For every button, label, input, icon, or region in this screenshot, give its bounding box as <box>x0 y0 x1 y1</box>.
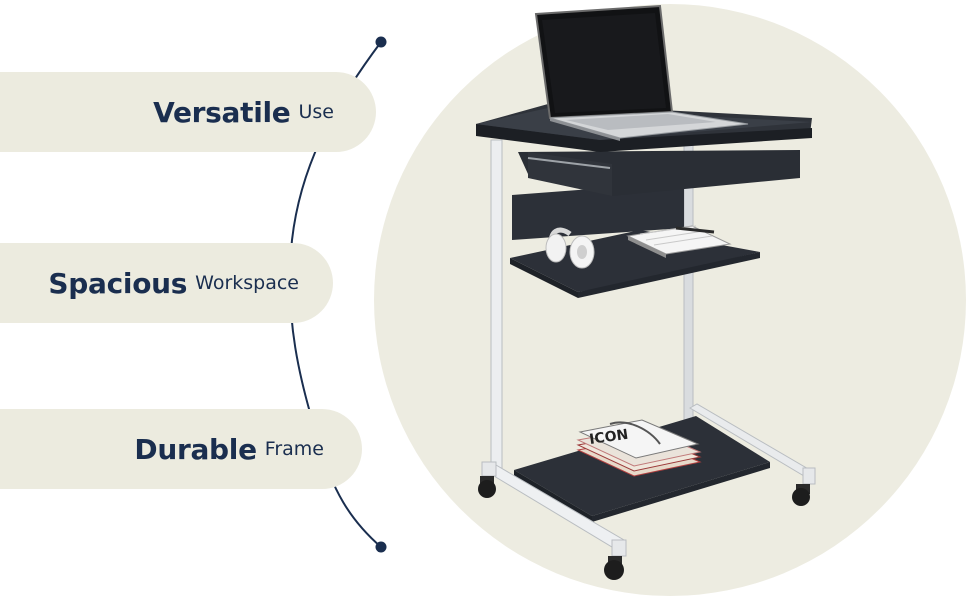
magazine-icon <box>576 419 702 477</box>
pen-icon <box>675 226 715 234</box>
feature-title: Durable <box>134 432 257 466</box>
feature-subtitle: Workspace <box>195 272 299 294</box>
feature-subtitle: Frame <box>264 438 324 460</box>
caster-icon <box>792 488 810 506</box>
connector-dot-top <box>375 36 387 48</box>
feature-pill-spacious: Spacious Workspace <box>0 243 333 323</box>
back-panel <box>512 182 684 240</box>
caster-icon <box>478 480 496 498</box>
headphones-icon <box>545 227 595 269</box>
feature-subtitle: Use <box>298 101 335 123</box>
caster-icon <box>604 560 624 580</box>
feature-pill-versatile: Versatile Use <box>0 72 376 152</box>
notebook-icon <box>626 225 732 258</box>
feature-title: Spacious <box>48 266 188 300</box>
frame-post-front <box>490 139 503 477</box>
magazine-cover-text: ICON <box>588 427 629 448</box>
connector-dot-bottom <box>375 541 387 553</box>
feature-title: Versatile <box>153 95 291 129</box>
feature-pill-durable: Durable Frame <box>0 409 362 489</box>
laptop-icon <box>534 4 749 141</box>
